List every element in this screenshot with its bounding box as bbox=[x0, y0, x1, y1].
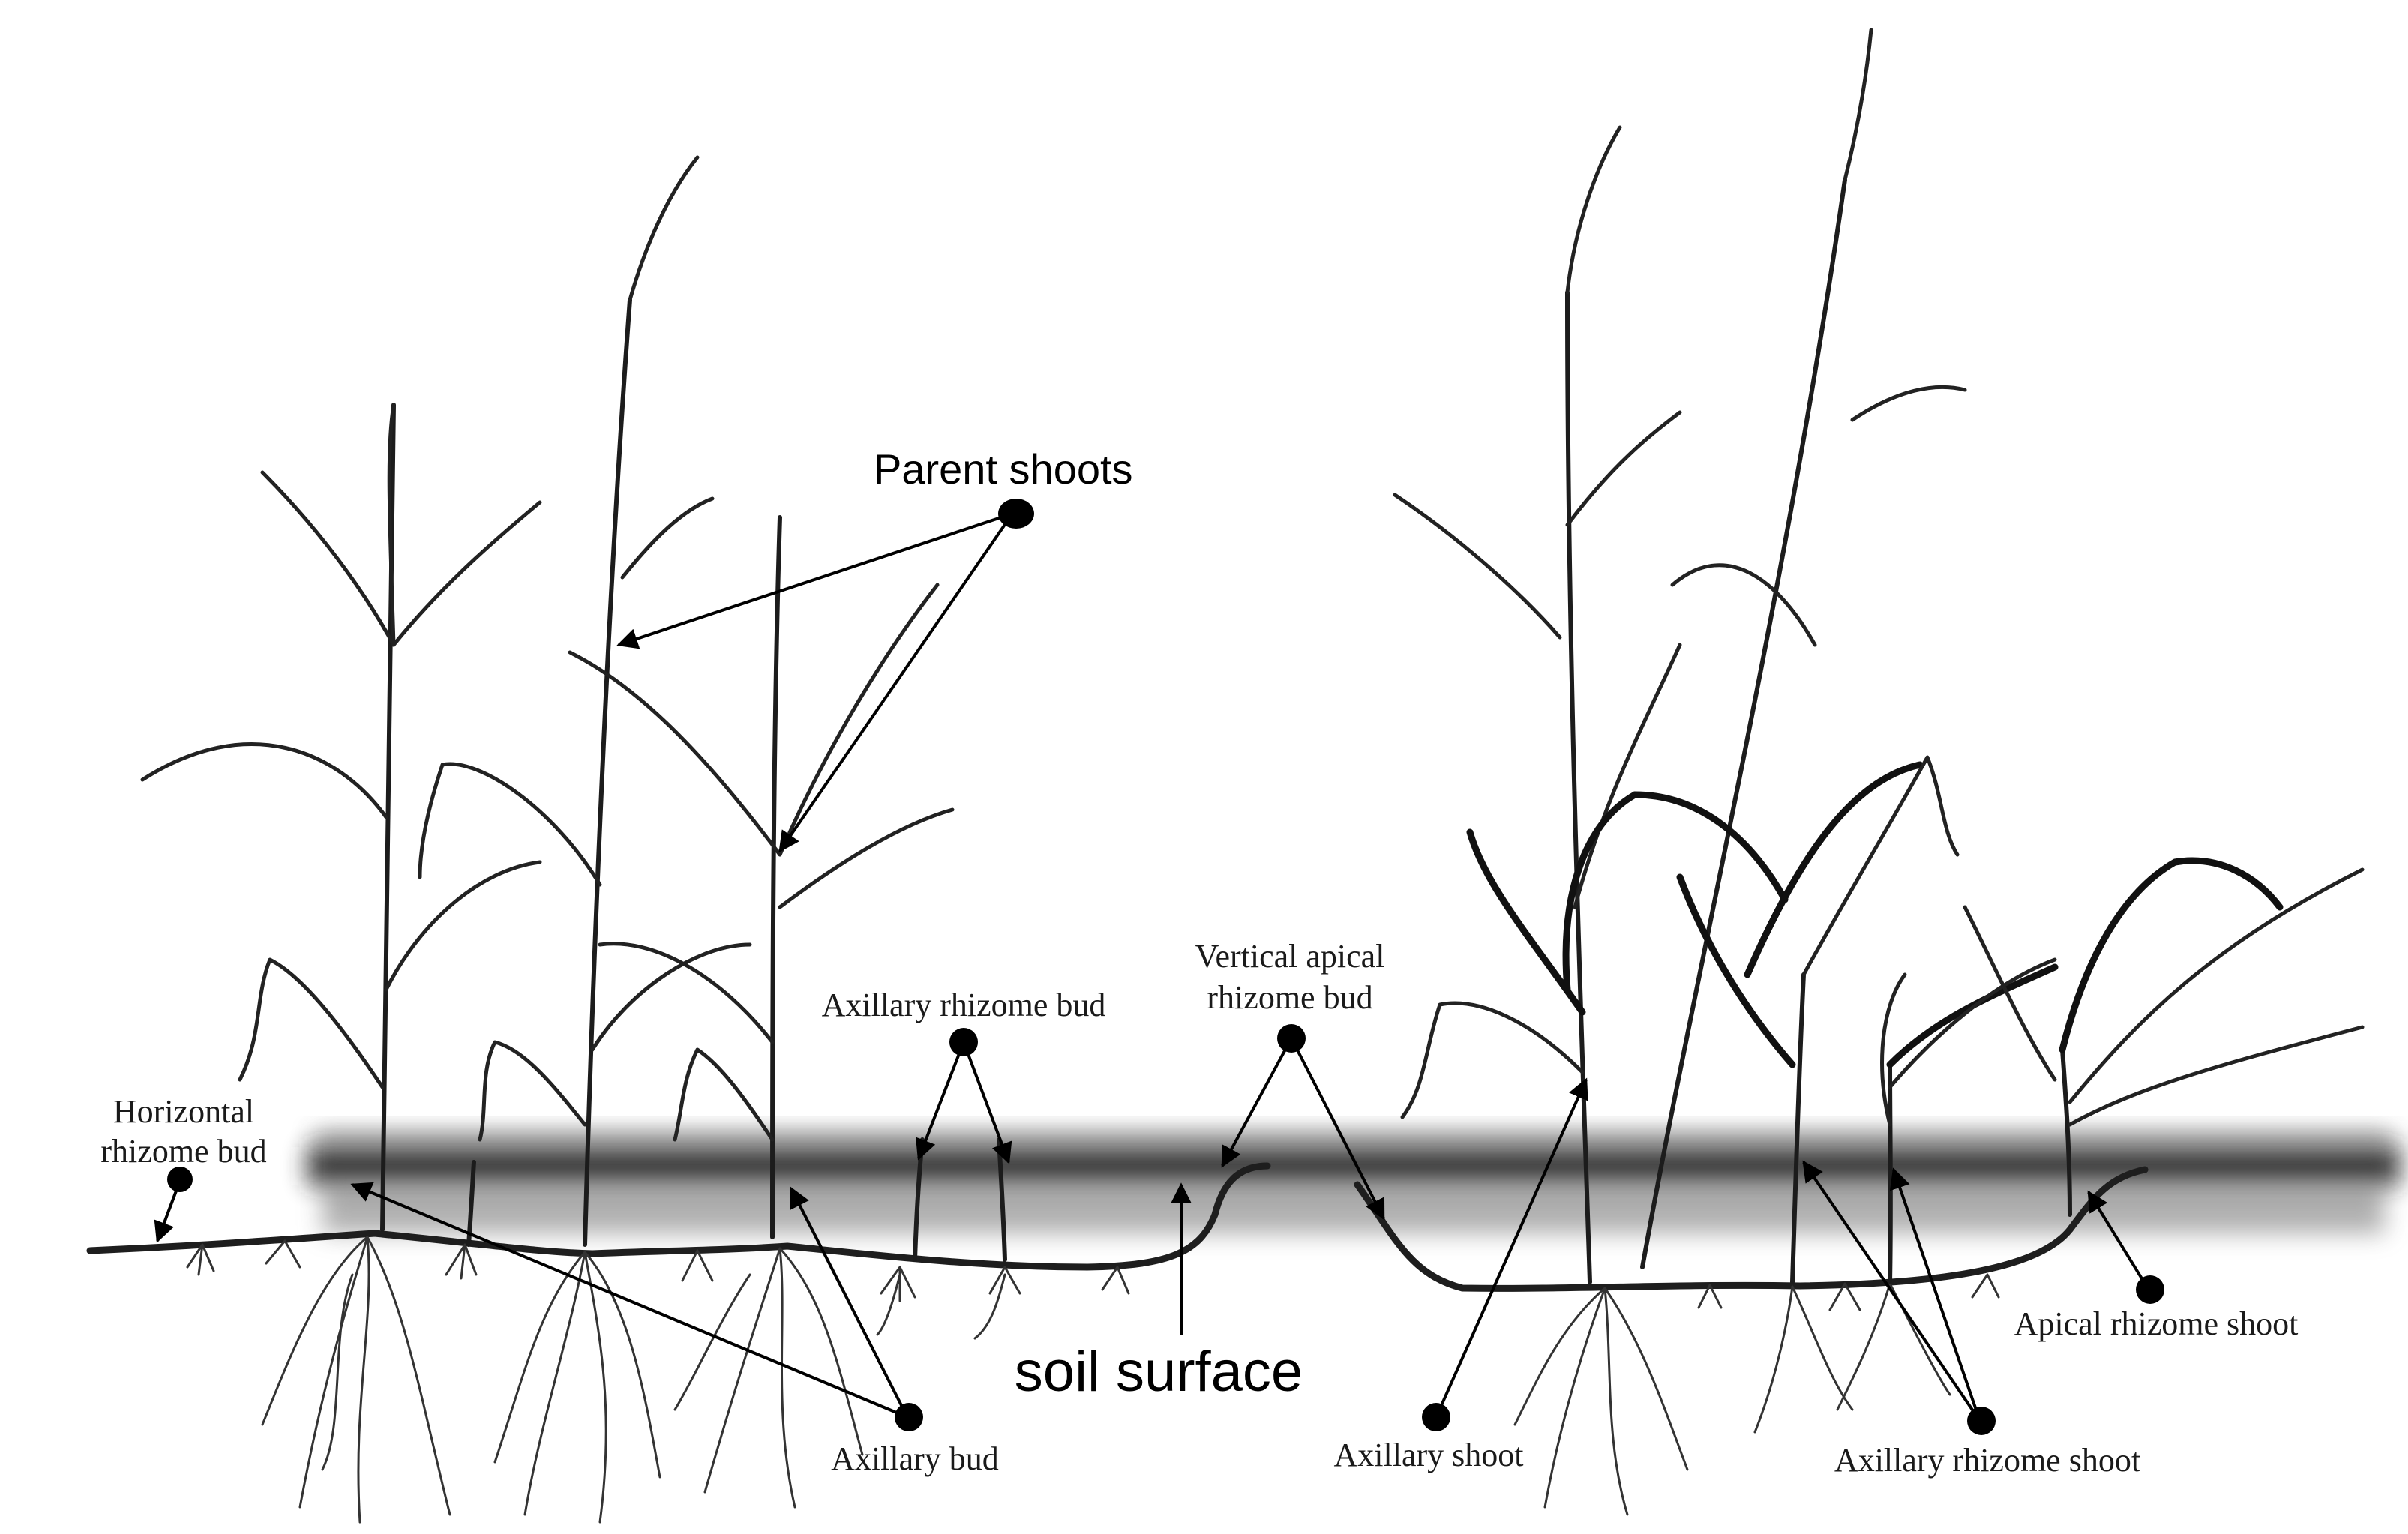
left-shoot-3 bbox=[568, 515, 955, 1239]
label-axillary-bud: Axillary bud bbox=[831, 1440, 999, 1477]
right-shoot-4 bbox=[1880, 957, 2059, 1284]
right-shoot-1 bbox=[1393, 125, 1682, 1284]
label-axillary-rhizome-bud: Axillary rhizome bud bbox=[822, 987, 1106, 1023]
rhizome bbox=[86, 1162, 2149, 1311]
label-soil-surface: soil surface bbox=[1015, 1340, 1303, 1404]
soil-band bbox=[307, 1132, 2400, 1233]
label-parent-shoots: Parent shoots bbox=[874, 445, 1133, 493]
left-shoot-2 bbox=[418, 155, 752, 1247]
label-apical-rhizome-shoot: Apical rhizome shoot bbox=[2014, 1305, 2299, 1342]
right-shoot-5 bbox=[1963, 857, 2365, 1217]
right-shoot-3 bbox=[1676, 755, 1960, 1284]
label-axillary-shoot: Axillary shoot bbox=[1334, 1437, 1524, 1473]
pointers bbox=[154, 499, 2164, 1435]
left-shoot-1 bbox=[140, 403, 542, 1232]
right-shoot-2 bbox=[1562, 28, 1967, 1269]
label-horizontal-rhizome-bud-1: Horizontal bbox=[113, 1093, 254, 1130]
label-axillary-rhizome-shoot: Axillary rhizome shoot bbox=[1834, 1442, 2140, 1479]
label-vertical-apical-1: Vertical apical bbox=[1195, 938, 1385, 975]
label-horizontal-rhizome-bud-2: rhizome bud bbox=[100, 1133, 266, 1170]
label-vertical-apical-2: rhizome bud bbox=[1207, 979, 1372, 1016]
